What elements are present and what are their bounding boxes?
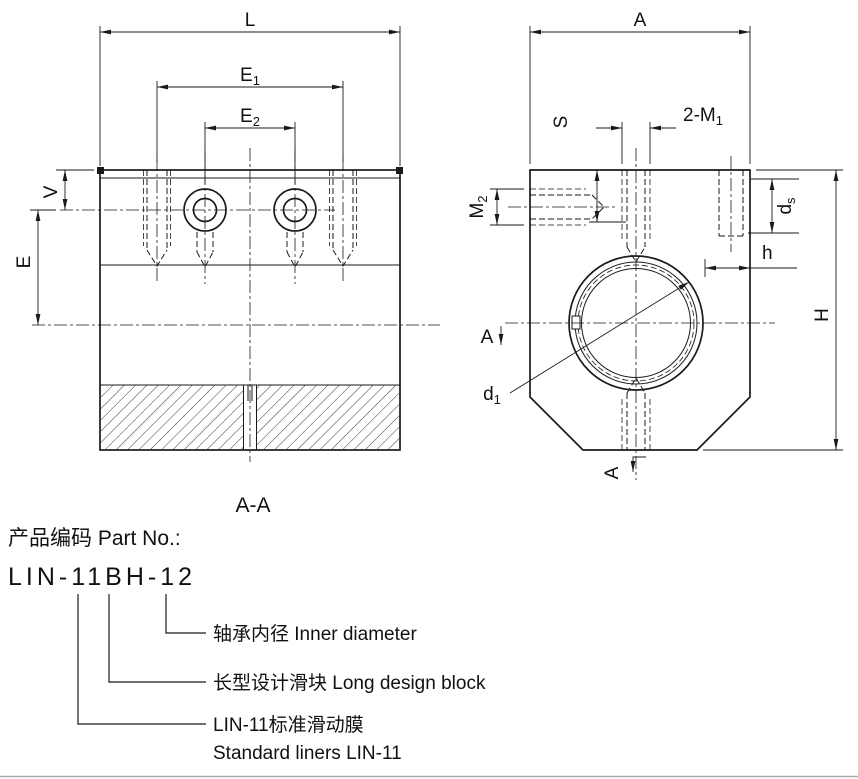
dim-label-2-M1: 2-M1: [683, 105, 723, 128]
dim-label-h: h: [762, 243, 773, 264]
section-arrow-label-left: A: [481, 327, 494, 348]
callout-standard-liners-cn: LIN-11标准滑动膜: [213, 714, 364, 736]
dim-label-E2: E2: [240, 106, 260, 129]
section-title: A-A: [235, 494, 270, 517]
callout-long-block: 长型设计滑块 Long design block: [213, 672, 486, 694]
dim-label-E: E: [14, 256, 35, 269]
dim-label-L: L: [245, 10, 256, 31]
callout-inner-diameter: 轴承内径 Inner diameter: [213, 623, 417, 645]
front-view-dimensions: L E1 E2 V E: [14, 10, 401, 325]
dim-label-ds: ds: [775, 197, 798, 215]
section-cut-indicators: A A: [481, 326, 646, 479]
callout-leader-standard-liners: [77, 594, 206, 725]
part-number-legend: 产品编码 Part No.: LIN-11BH-12 轴承内径 Inner di…: [8, 527, 486, 764]
dim-label-d1: d1: [483, 384, 501, 407]
hatch-region: [100, 385, 244, 450]
side-view-dimensions: A H S 2-M1 M2 ds h d1: [467, 10, 843, 451]
callout-leader-long-block: [108, 594, 206, 683]
hatch-region: [256, 385, 400, 450]
dim-label-A: A: [634, 10, 647, 31]
part-heading: 产品编码 Part No.:: [8, 527, 181, 550]
keyway-notch: [571, 315, 581, 330]
part-number: LIN-11BH-12: [8, 563, 196, 591]
callout-standard-liners-en: Standard liners LIN-11: [213, 743, 402, 764]
callout-leader-inner-diameter: [165, 594, 206, 634]
dim-label-S: S: [551, 116, 572, 129]
corner-mark: [396, 167, 403, 174]
dim-label-V: V: [41, 185, 62, 198]
dim-label-H: H: [812, 308, 833, 322]
corner-mark: [97, 167, 104, 174]
dim-label-E1: E1: [240, 65, 260, 88]
front-view-body: [32, 148, 440, 462]
dim-label-M2: M2: [467, 195, 490, 218]
section-arrow-label-bottom: A: [602, 466, 623, 479]
side-view-body: [505, 148, 775, 480]
